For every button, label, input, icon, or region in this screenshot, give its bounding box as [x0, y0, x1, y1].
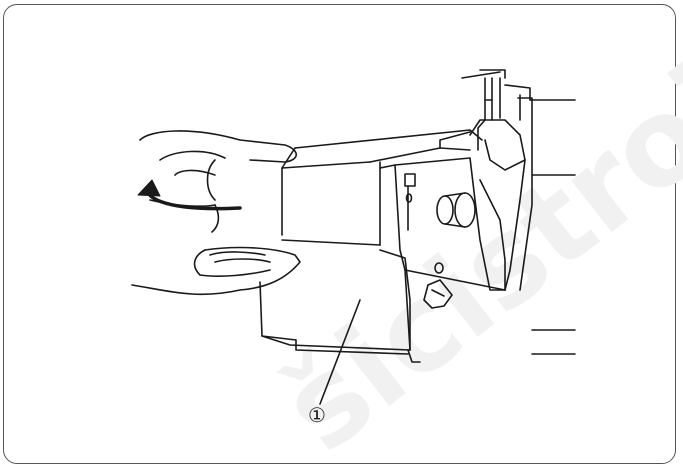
looper-cover [259, 249, 421, 363]
needle-assembly [461, 69, 526, 171]
machine-right-housing [479, 84, 576, 355]
machine-top-body [281, 129, 483, 169]
callout-label-1: ① [308, 403, 326, 427]
thread-guide [404, 173, 416, 231]
illustration-frame [3, 4, 676, 464]
front-body-block [281, 157, 506, 351]
lower-dial-knob [423, 262, 453, 309]
hand-lower [131, 246, 301, 296]
hand-upper [139, 130, 298, 233]
rotation-arrow-icon [137, 179, 242, 211]
callout-leader-line [319, 299, 361, 405]
upper-knob [436, 192, 476, 228]
